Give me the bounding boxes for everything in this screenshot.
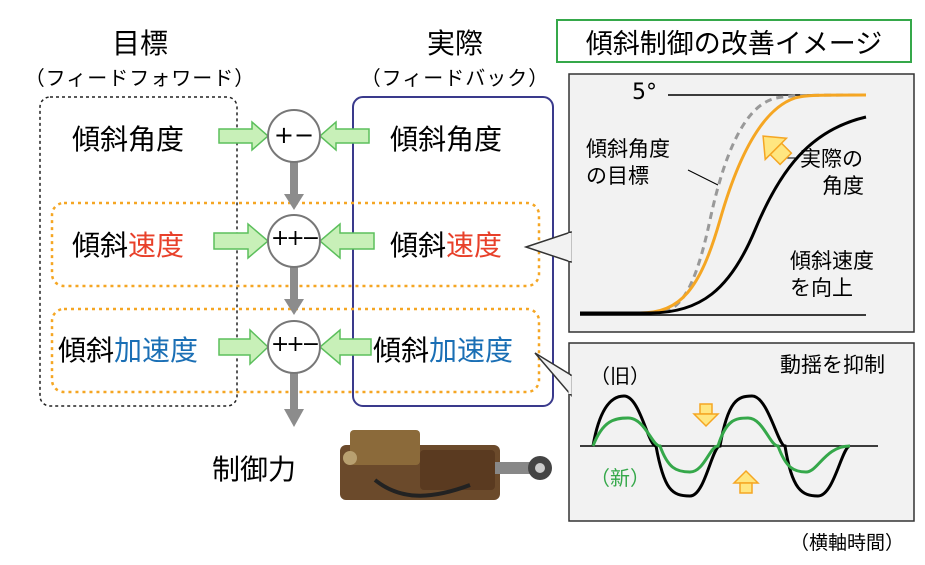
actual-curve-label-1: 実際の: [800, 147, 863, 171]
axis-note: （横軸時間）: [790, 532, 905, 554]
actual-speed-colored: 速度: [446, 229, 503, 262]
actual-speed-prefix: 傾斜: [390, 229, 447, 262]
summing-node-2: [267, 214, 321, 268]
target-angle-label: 傾斜角度: [72, 123, 185, 156]
target-speed-prefix: 傾斜: [72, 229, 129, 262]
target-dashed-box: [39, 96, 238, 407]
target-curve-label-2: の目標: [586, 164, 649, 188]
node-1-signs: +−: [273, 121, 315, 149]
new-wave-label: （新）: [590, 466, 650, 490]
panel-title: 傾斜制御の改善イメージ: [556, 19, 912, 63]
control-force-label: 制御力: [212, 453, 297, 486]
suppress-arrow-up: [732, 469, 760, 494]
actual-accel-prefix: 傾斜: [373, 334, 430, 367]
actual-curve-label: 実際の 角度: [800, 146, 864, 200]
target-accel-prefix: 傾斜: [58, 334, 115, 367]
flow-arrows: [284, 162, 304, 427]
old-wave: [591, 394, 851, 498]
target-accel-colored: 加速度: [114, 334, 199, 367]
speed-improve-label-1: 傾斜速度: [790, 249, 874, 273]
actuator-image: [340, 430, 552, 500]
actual-speed-label: 傾斜速度: [390, 224, 502, 264]
summing-node-1: [267, 109, 321, 163]
input-arrows: [213, 120, 375, 366]
limit-label: 5°: [632, 80, 657, 105]
old-wave-label: （旧）: [590, 364, 650, 388]
actual-title: 実際: [426, 27, 483, 60]
node-3-signs: ++−: [270, 332, 320, 357]
speed-callout: [523, 230, 572, 264]
actual-accel-label: 傾斜加速度: [373, 329, 513, 369]
node-2-signs: ++−: [270, 226, 320, 251]
summing-node-3: [267, 320, 321, 374]
speed-improve-label-2: を向上: [790, 276, 853, 300]
improve-arrow: [762, 135, 793, 166]
target-speed-colored: 速度: [128, 229, 185, 262]
target-curve-label: 傾斜角度 の目標: [586, 136, 670, 190]
old-actual-curve: [580, 115, 867, 315]
suppress-arrow-down: [692, 403, 720, 428]
new-actual-curve: [580, 93, 867, 315]
speed-improve-label: 傾斜速度 を向上: [790, 248, 874, 302]
target-accel-label: 傾斜加速度: [58, 329, 198, 369]
actual-angle-label: 傾斜角度: [390, 123, 503, 156]
actual-subtitle: （フィードバック）: [360, 66, 550, 90]
target-speed-label: 傾斜速度: [72, 224, 184, 264]
top-graph-panel: [568, 73, 915, 333]
actual-curve-label-2: 角度: [822, 174, 864, 198]
target-curve-label-1: 傾斜角度: [586, 137, 670, 161]
new-wave: [591, 416, 851, 474]
suppress-label: 動揺を抑制: [780, 353, 885, 377]
target-subtitle: （フィードフォワード）: [24, 66, 256, 90]
actual-accel-colored: 加速度: [429, 334, 514, 367]
target-title: 目標: [111, 27, 168, 60]
